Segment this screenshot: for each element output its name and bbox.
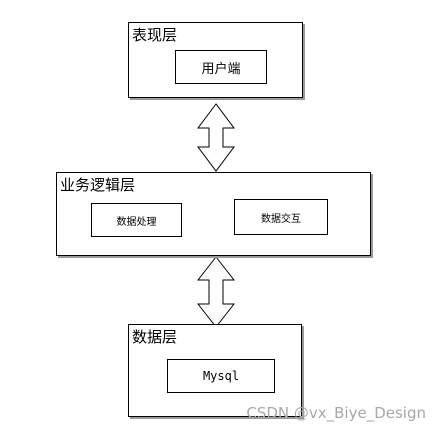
business-logic-layer-box: 业务逻辑层 数据处理 数据交互 (56, 172, 371, 256)
presentation-layer-title: 表现层 (132, 26, 178, 44)
data-interaction-box: 数据交互 (234, 199, 328, 235)
double-arrow-top (197, 103, 235, 172)
presentation-layer-box: 表现层 用户端 (128, 22, 303, 98)
data-layer-box: 数据层 Mysql (128, 324, 302, 417)
mysql-box: Mysql (167, 359, 275, 393)
double-arrow-bottom (196, 256, 236, 328)
data-layer-title: 数据层 (132, 328, 178, 346)
business-logic-layer-title: 业务逻辑层 (60, 176, 136, 194)
client-box: 用户端 (175, 50, 267, 84)
data-processing-box: 数据处理 (91, 203, 182, 237)
watermark: CSDN @vx_Biye_Design (246, 404, 426, 422)
